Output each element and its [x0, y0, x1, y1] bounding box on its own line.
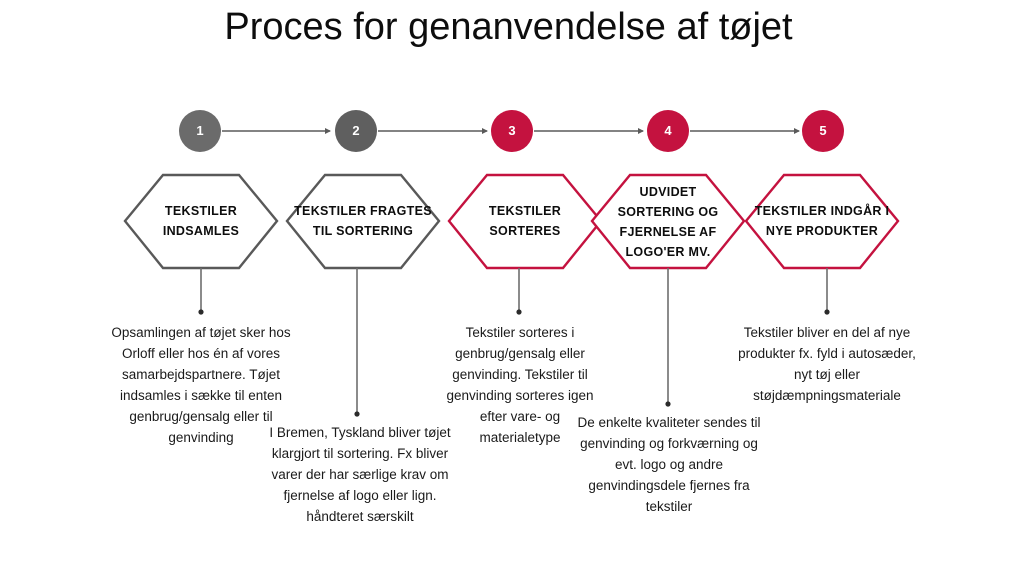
hexagon-label-2: TEKSTILER FRAGTES TIL SORTERING [294, 204, 432, 238]
step-circle-2[interactable] [335, 110, 377, 152]
step-circle-3[interactable] [491, 110, 533, 152]
step-description-3: Tekstiler sorteres i genbrug/gensalg ell… [446, 325, 594, 445]
step-circles [179, 110, 844, 152]
hexagon-step-5[interactable] [744, 173, 900, 270]
hexagon-step-4[interactable] [590, 173, 746, 270]
step-circle-5[interactable] [802, 110, 844, 152]
step-description-2: I Bremen, Tyskland bliver tøjet klargjor… [269, 425, 451, 524]
hexagon-step-1[interactable] [123, 173, 279, 270]
hexagon-label-1: TEKSTILER INDSAMLES [162, 204, 240, 238]
step-circle-1[interactable] [179, 110, 221, 152]
hexagon-step-2[interactable] [285, 173, 441, 270]
step-description-1: Opsamlingen af tøjet sker hos Orloff ell… [111, 325, 291, 445]
step-circle-4[interactable] [647, 110, 689, 152]
leader-lines [198, 268, 830, 417]
hexagon-label-4: UDVIDET SORTERING OG FJERNELSE AF LOGO'E… [617, 185, 719, 259]
hexagon-row [123, 173, 900, 270]
hexagon-label-5: TEKSTILER INDGÅR I NYE PRODUKTER [754, 204, 890, 238]
step-description-4: De enkelte kvaliteter sendes til genvind… [577, 415, 761, 514]
hexagon-label-3: TEKSTILER SORTERES [488, 204, 562, 238]
step-description-5: Tekstiler bliver en del af nye produkter… [738, 325, 916, 403]
page-title: Proces for genanvendelse af tøjet [224, 6, 793, 48]
hexagon-step-3[interactable] [447, 173, 603, 270]
